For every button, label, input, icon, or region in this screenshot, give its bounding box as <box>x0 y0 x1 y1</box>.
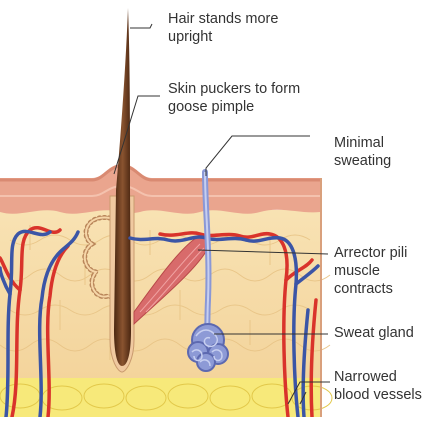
leader-hair <box>130 24 152 28</box>
label-hair-upright: Hair stands more upright <box>168 10 278 46</box>
hair-shaft <box>114 8 131 366</box>
leader-sweating <box>206 136 310 176</box>
label-arrector-pili: Arrector pili muscle contracts <box>334 244 407 298</box>
label-sweat-gland: Sweat gland <box>334 324 414 342</box>
block-side <box>320 178 322 417</box>
epidermis-layer <box>0 164 320 214</box>
label-minimal-sweating: Minimal sweating <box>334 134 391 170</box>
skin-surface <box>0 166 320 180</box>
label-goose-pimple: Skin puckers to form goose pimple <box>168 80 300 116</box>
label-narrowed-vessels: Narrowed blood vessels <box>334 368 422 404</box>
